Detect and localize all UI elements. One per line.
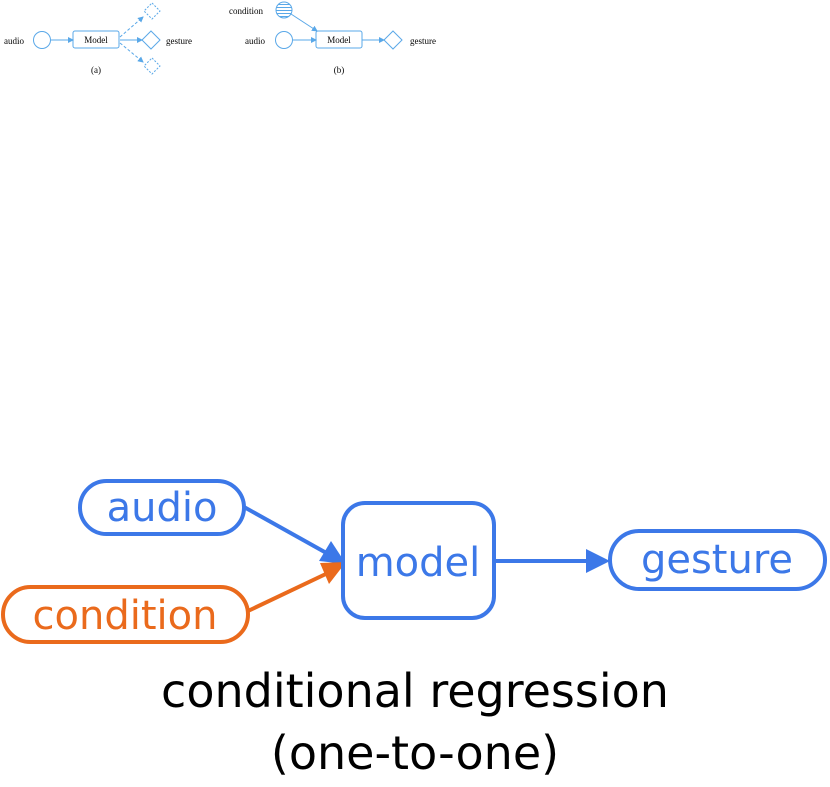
panel-b-gesture-label: gesture: [410, 36, 436, 46]
panel-a-output-diamond-upper: [143, 2, 161, 20]
panel-b-caption: (b): [334, 65, 345, 75]
panel-b-model-label: Model: [327, 35, 351, 45]
gesture-label: gesture: [641, 537, 793, 583]
panel-b-audio-label: audio: [245, 36, 265, 46]
panel-a-gesture-diamond: [141, 30, 161, 50]
panel-a-model-box: [72, 30, 120, 49]
audio-label: audio: [107, 485, 218, 531]
condition-node: [1, 585, 250, 644]
panel-a-caption: (a): [91, 65, 101, 75]
panel-b: condition audio Model gesture (b): [229, 1, 436, 75]
panel-a: audio Model gesture (a): [4, 2, 192, 75]
panel-a-audio-label: audio: [4, 36, 24, 46]
panel-b-condition-label: condition: [229, 6, 263, 16]
panel-b-gesture-diamond: [383, 30, 403, 50]
panel-a-gesture-label: gesture: [166, 36, 192, 46]
panel-a-model-label: Model: [84, 35, 108, 45]
panel-a-edge-model-upper: [119, 16, 144, 38]
panel-a-output-diamond-lower: [143, 57, 161, 75]
panel-a-edge-model-lower: [119, 42, 144, 63]
arrowhead-audio-model: [319, 541, 346, 564]
model-node: [341, 501, 496, 620]
diagram-caption-line1: conditional regression: [161, 664, 669, 718]
audio-node: [78, 479, 246, 536]
main-diagram: audio condition model gesture: [1, 479, 827, 644]
panel-b-condition-node: [275, 1, 293, 19]
model-label: model: [356, 540, 481, 586]
edge-audio-model: [243, 505, 331, 557]
condition-label: condition: [33, 593, 218, 639]
gesture-node: [608, 529, 827, 591]
panel-b-audio-node: [275, 31, 293, 49]
diagram-caption-line2: (one-to-one): [270, 726, 560, 780]
panel-b-edge-condition-model: [290, 13, 318, 32]
arrowhead-condition-model: [320, 562, 346, 584]
edge-condition-model: [247, 570, 331, 613]
arrowhead-model-gesture: [586, 549, 610, 573]
panel-a-audio-node: [33, 31, 51, 49]
